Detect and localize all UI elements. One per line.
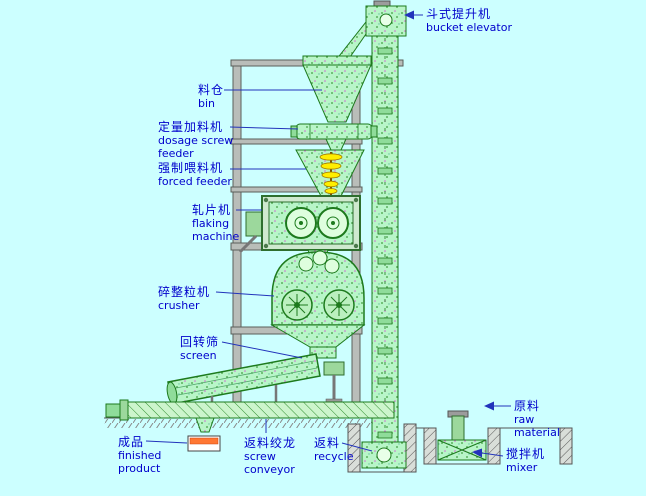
label-finished-product-zh: 成品 — [118, 435, 145, 449]
leader-finished — [145, 440, 188, 444]
leader-lines — [145, 10, 511, 458]
leader-crusher — [215, 291, 275, 297]
label-forced-feeder: 强制喂料机 forced feeder — [158, 161, 232, 188]
label-dosage-feeder: 定量加料机 dosage screw feeder — [158, 120, 233, 160]
label-raw-material-en2: material — [514, 426, 560, 439]
label-bin: 料仓 bin — [198, 83, 224, 110]
finished-product-tray — [187, 435, 221, 452]
leader-screen — [221, 341, 303, 359]
crusher-rotor-right — [323, 289, 355, 321]
label-bin-zh: 料仓 — [198, 83, 225, 97]
arrow-left-icon — [404, 10, 414, 20]
label-raw-material: 原料 raw material — [514, 399, 560, 439]
dosage-screw-feeder — [290, 123, 378, 151]
label-mixer-en: mixer — [506, 461, 538, 474]
conveyor-drive — [105, 403, 121, 418]
label-recycle-zh: 返料 — [314, 436, 341, 450]
label-forced-feeder-zh: 强制喂料机 — [158, 161, 224, 175]
label-mixer-zh: 搅拌机 — [506, 447, 546, 461]
arrow-left-icon — [484, 401, 494, 411]
label-raw-material-en1: raw — [514, 413, 535, 426]
label-screw-conveyor: 返料绞龙 screw conveyor — [244, 436, 296, 476]
label-screen-en: screen — [180, 349, 217, 362]
label-recycle-en: recycle — [314, 450, 354, 463]
label-bucket-elevator-en: bucket elevator — [426, 21, 512, 34]
flaking-bolts — [263, 197, 359, 249]
label-bucket-elevator: 斗式提升机 bucket elevator — [426, 7, 512, 34]
label-crusher: 碎整粒机 crusher — [158, 285, 210, 312]
crusher-spout — [309, 346, 337, 359]
label-mixer: 搅拌机 mixer — [506, 447, 545, 474]
arrow-left-icon — [472, 448, 482, 458]
label-screen: 回转筛 screen — [180, 335, 219, 362]
label-screw-conveyor-en2: conveyor — [244, 463, 295, 476]
mixer — [437, 410, 487, 461]
bucket-elevator — [334, 0, 407, 469]
bin-hopper — [302, 55, 372, 123]
mixer-motor — [451, 415, 465, 441]
elevator-discharge-chute — [334, 20, 367, 61]
crusher — [270, 250, 366, 359]
label-flaking-machine-en2: machine — [192, 230, 240, 243]
label-raw-material-zh: 原料 — [514, 399, 541, 413]
leader-mixer — [481, 452, 504, 457]
return-screw-conveyor — [105, 399, 395, 433]
label-finished-product-en2: product — [118, 462, 161, 475]
label-flaking-machine-en1: flaking — [192, 217, 230, 230]
label-screen-zh: 回转筛 — [180, 335, 220, 349]
label-crusher-zh: 碎整粒机 — [158, 285, 211, 299]
label-flaking-machine-zh: 轧片机 — [192, 203, 232, 217]
label-flaking-machine: 轧片机 flaking machine — [192, 203, 239, 243]
label-dosage-feeder-zh: 定量加料机 — [158, 120, 224, 134]
label-recycle: 返料 recycle — [314, 436, 353, 463]
label-dosage-feeder-en1: dosage screw — [158, 134, 234, 147]
elevator-head-pulley — [379, 13, 393, 27]
label-crusher-en: crusher — [158, 299, 200, 312]
label-bin-en: bin — [198, 97, 216, 110]
label-finished-product: 成品 finished product — [118, 435, 161, 475]
label-forced-feeder-en: forced feeder — [158, 175, 232, 188]
conveyor-outlet — [195, 417, 215, 433]
leader-recycle — [341, 442, 373, 452]
leader-dosage — [229, 126, 299, 130]
feeder-screw-flights — [319, 153, 343, 194]
crusher-top-cluster — [298, 250, 340, 274]
rotary-screen — [166, 353, 345, 405]
crusher-rotor-left — [281, 289, 313, 321]
screen-drive — [323, 361, 345, 376]
label-finished-product-en1: finished — [118, 449, 162, 462]
label-screw-conveyor-zh: 返料绞龙 — [244, 436, 297, 450]
label-screw-conveyor-en1: screw — [244, 450, 276, 463]
label-dosage-feeder-en2: feeder — [158, 147, 194, 160]
label-bucket-elevator-zh: 斗式提升机 — [426, 7, 492, 21]
flaking-motor — [245, 211, 263, 237]
